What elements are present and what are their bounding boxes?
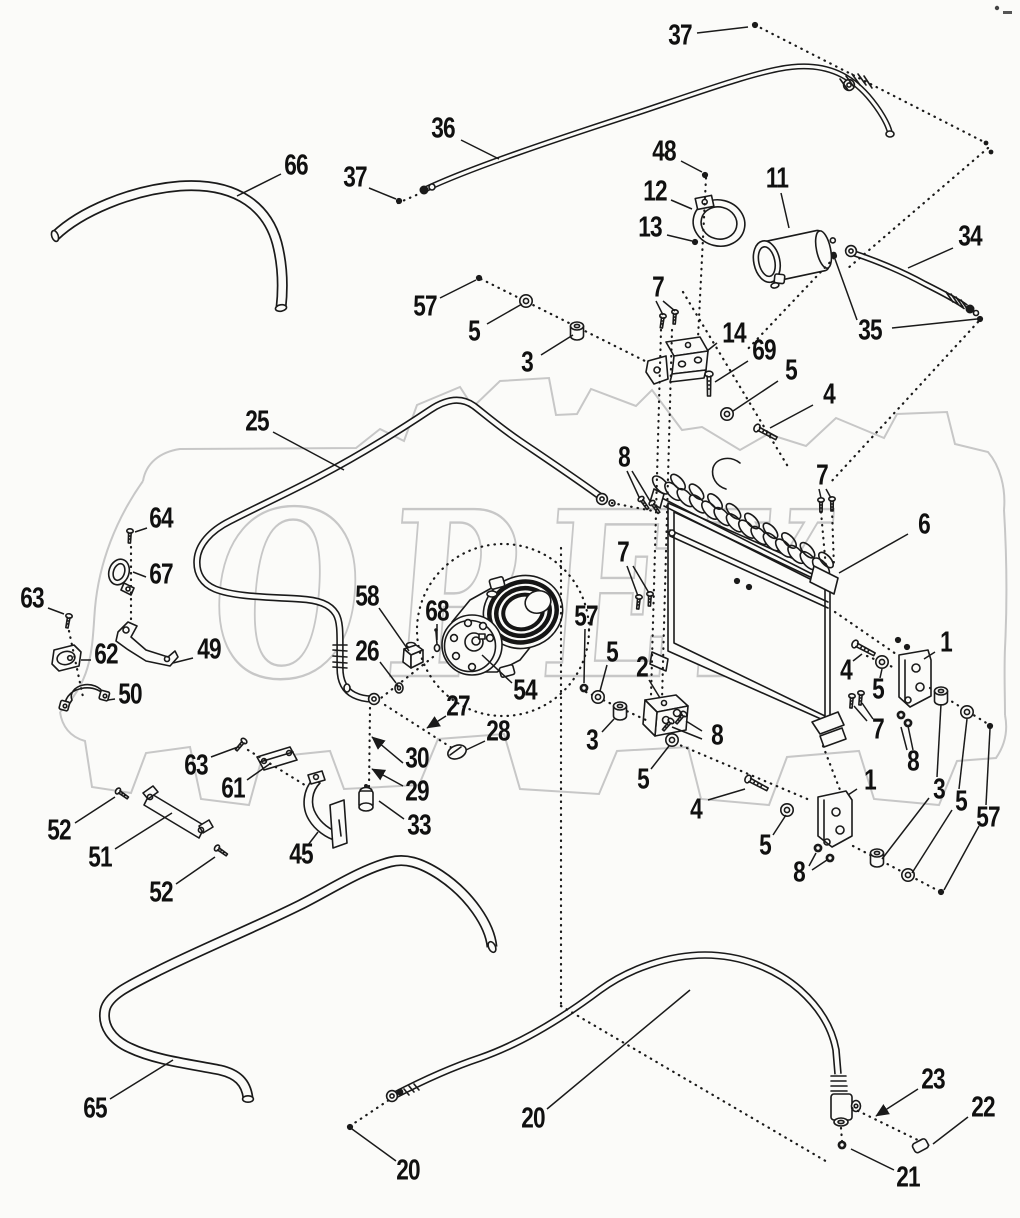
- gear-outline-left: [59, 480, 144, 713]
- screw-64: [125, 527, 135, 544]
- screw-57-b-up: [986, 722, 994, 730]
- grommet-3-b-dn: [869, 848, 885, 868]
- grommet-3-top: [569, 321, 585, 341]
- compressor: [441, 574, 564, 678]
- bracket-1-middle: [898, 649, 932, 708]
- hose-34: [844, 244, 980, 317]
- corner-marks: [994, 5, 1012, 14]
- hose-66: [50, 180, 288, 313]
- bracket-14: [645, 336, 709, 385]
- gear-outline-right: [1003, 509, 1008, 716]
- screw-52-a: [113, 786, 131, 802]
- gear-outline-bottom: [59, 711, 1008, 807]
- screw-63-a: [62, 612, 74, 630]
- washer-5-mid: [590, 689, 606, 705]
- clamp-50: [58, 683, 111, 712]
- washer-5-d: [874, 654, 890, 670]
- bolt-4-b: [742, 773, 771, 794]
- cap-22: [911, 1138, 930, 1154]
- screw-7-top-2: [670, 308, 680, 325]
- callout-leader-lines: [47, 26, 991, 1171]
- nut-8-c-1: [896, 710, 906, 720]
- clamp-67: [107, 558, 135, 596]
- hose-25: [193, 396, 616, 706]
- screw-57-top: [475, 274, 483, 282]
- bracket-51: [142, 785, 214, 839]
- hose-36: [419, 63, 895, 195]
- clamp-62: [51, 644, 82, 672]
- washer-5-a: [719, 406, 735, 422]
- nut-8-d-2: [825, 853, 835, 863]
- screw-7-top-1: [657, 312, 668, 330]
- bolt-69: [704, 370, 714, 397]
- condenser-fins: [651, 473, 835, 577]
- link-61: [256, 746, 298, 771]
- compressor-pulley: [482, 574, 564, 650]
- oring-26: [394, 682, 404, 694]
- bracket-45: [303, 770, 348, 849]
- plug-28: [447, 744, 467, 760]
- washer-5-top: [518, 293, 534, 309]
- nut-21: [837, 1140, 847, 1150]
- condenser: [649, 457, 847, 748]
- washer-5-f: [779, 802, 795, 818]
- nut-57-mid: [579, 683, 589, 693]
- washer-5-e-up: [959, 704, 975, 720]
- alignment-lines: [67, 23, 990, 1165]
- washer-5-e-dn: [900, 867, 916, 883]
- bracket-49: [115, 621, 179, 667]
- clamp-12: [692, 194, 746, 247]
- gear-outline-top: [142, 376, 1006, 511]
- bracket-1-bottom: [817, 790, 853, 848]
- screw-52-b: [212, 843, 230, 859]
- screw-63-b: [233, 736, 249, 754]
- nut-8-d-1: [813, 843, 823, 853]
- cap-33: [358, 784, 374, 812]
- receiver-drier: [752, 229, 837, 289]
- washer-5-c: [664, 732, 680, 748]
- oring-dot-37: [751, 21, 759, 29]
- hose-65: [98, 855, 498, 1104]
- screw-7-d-2: [855, 689, 866, 707]
- hose-20: [385, 951, 862, 1127]
- grommet-3-mid: [612, 701, 628, 721]
- hardware: [62, 21, 994, 1154]
- screw-57-b-dn: [937, 888, 945, 896]
- grommet-3-b-up: [933, 686, 949, 706]
